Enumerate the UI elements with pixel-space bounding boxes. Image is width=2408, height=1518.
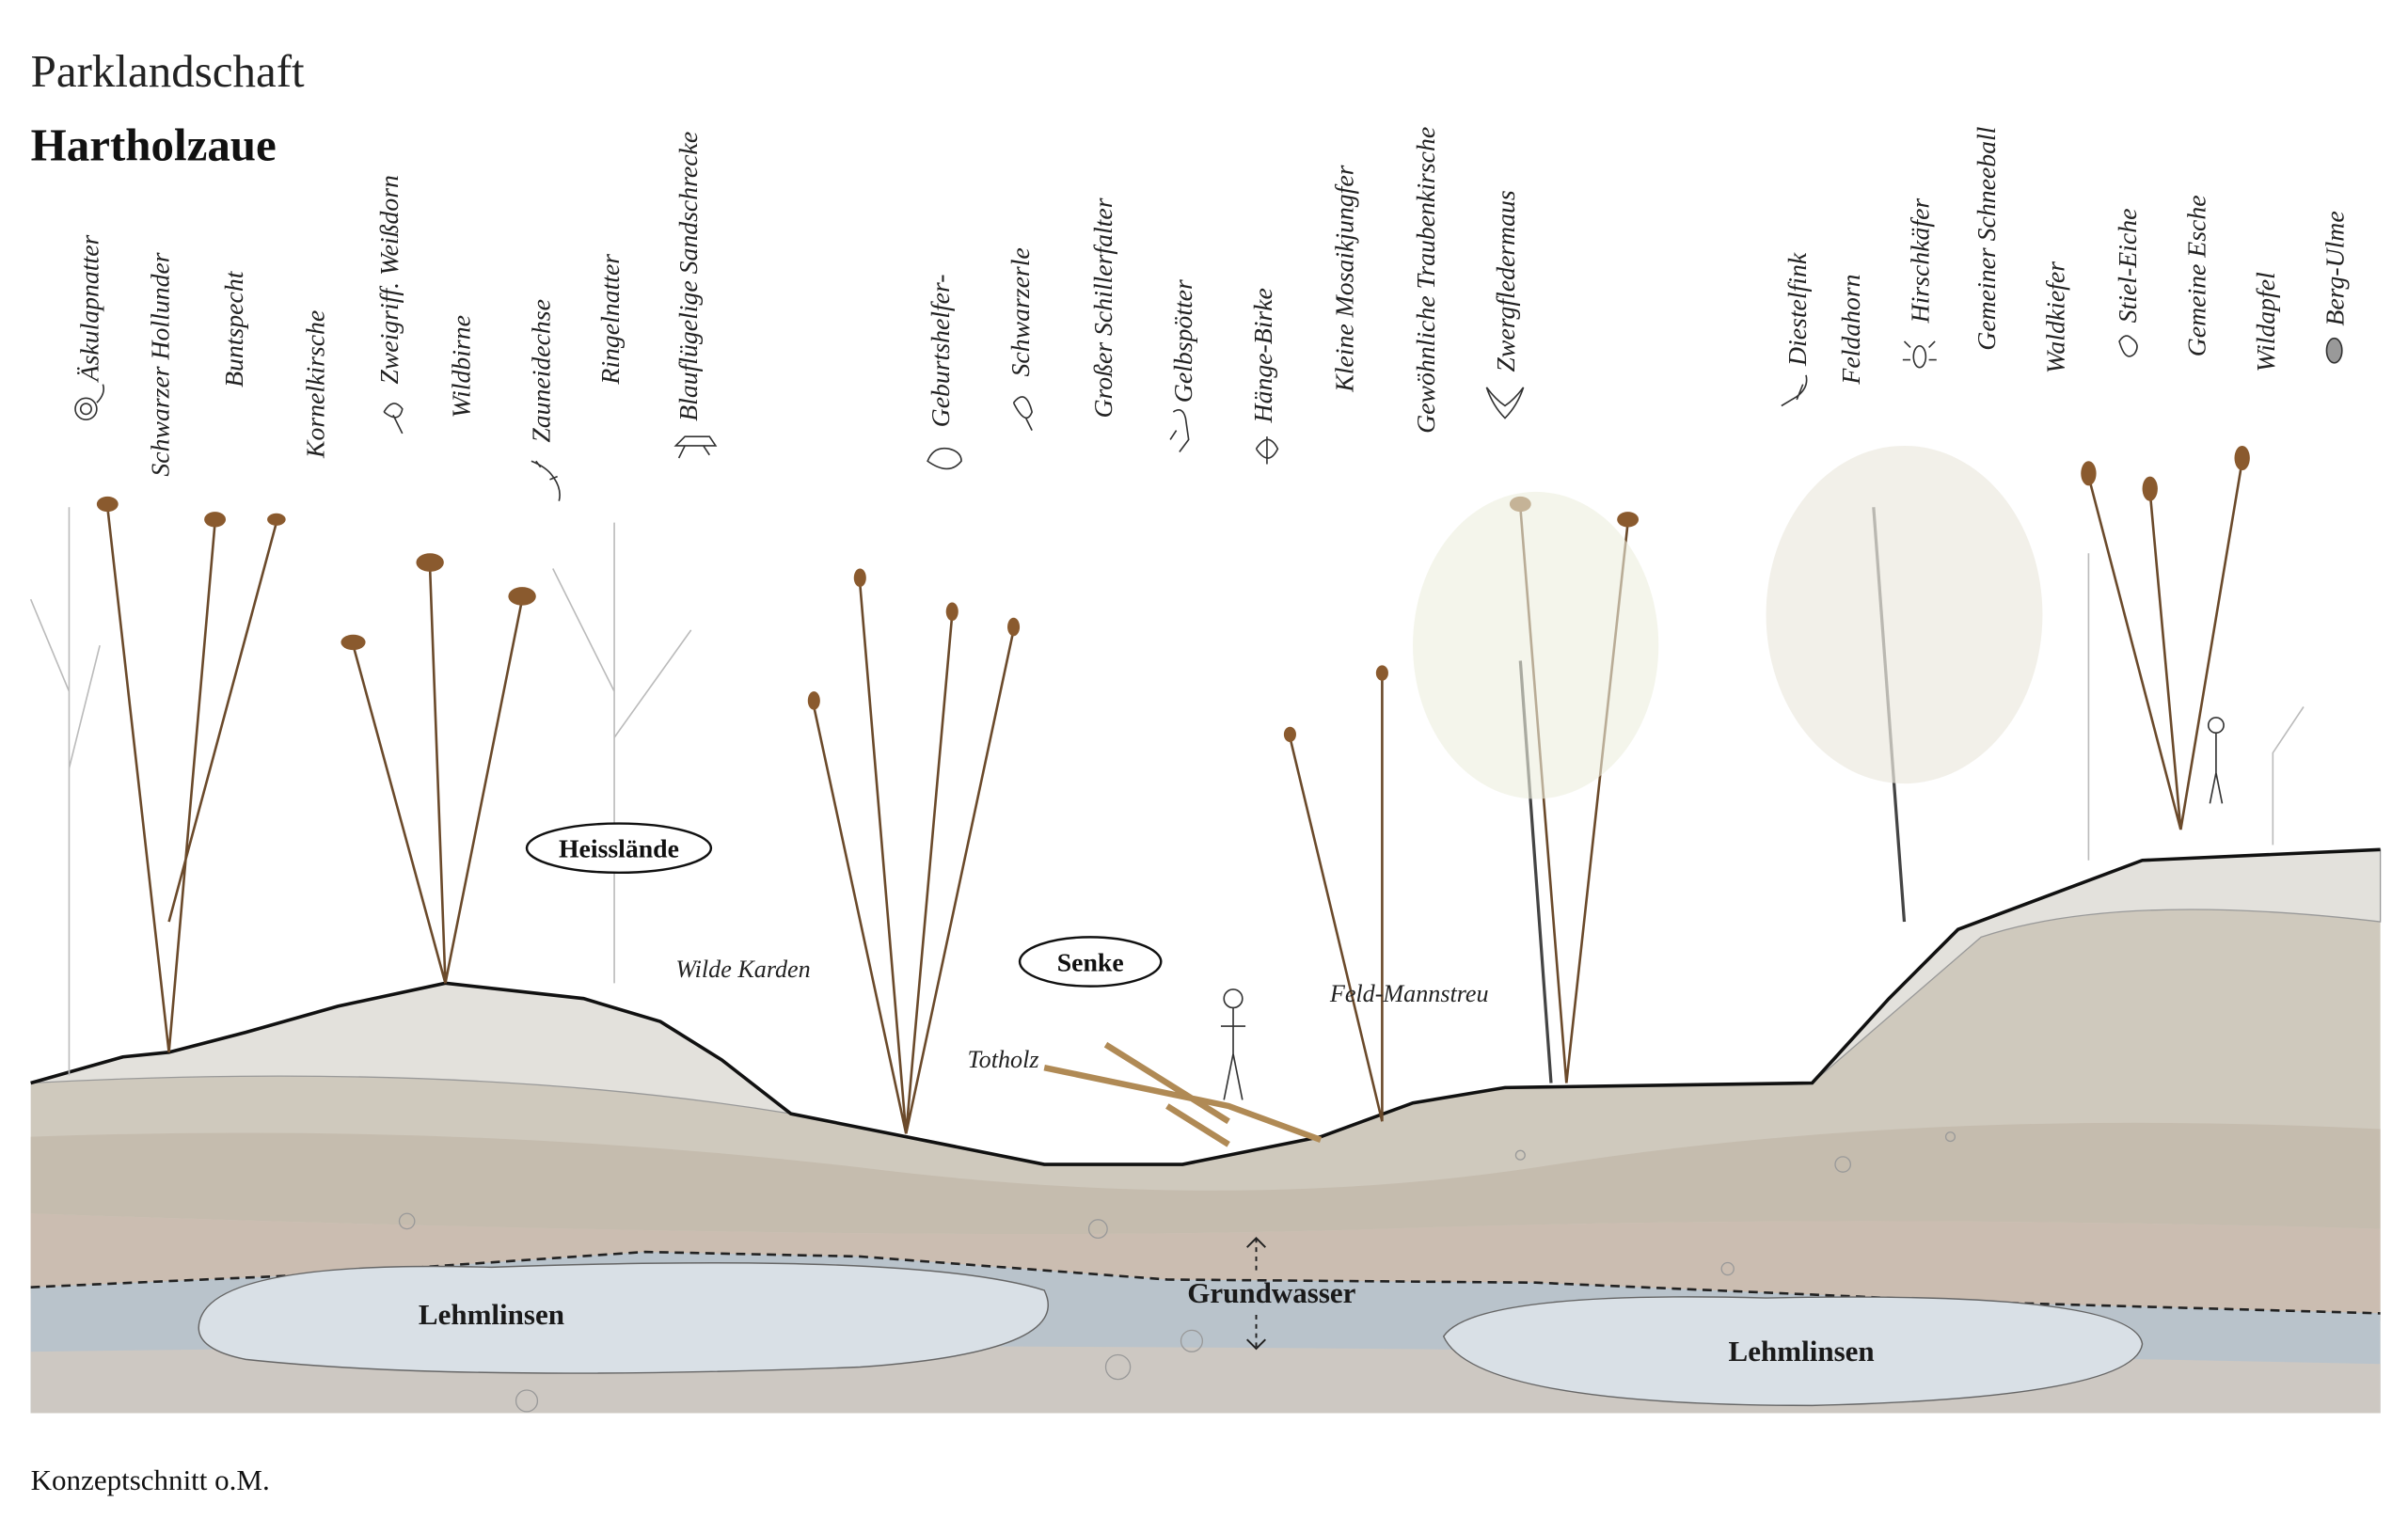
oak-leaf-icon (2118, 335, 2138, 357)
zone-heat-badge: Heisslände (525, 822, 713, 875)
leaf-icon (383, 403, 404, 435)
tree-canopy (1413, 491, 1659, 799)
gravel-mound-right (1812, 848, 2382, 1083)
species-label: Zwergfledermaus (1492, 190, 1521, 372)
zone-hollow-badge: Senke (1018, 936, 1163, 988)
species-label: Schwarzerle (1006, 247, 1036, 376)
species-label: Wildapfel (2252, 272, 2281, 372)
species-label: Wildbirne (448, 315, 477, 418)
species-label: Zweigriff. Weißdorn (375, 175, 404, 385)
species-label: Hänge-Birke (1249, 288, 1278, 423)
clay-lens-left-label: Lehmlinsen (419, 1298, 564, 1331)
fluctuation-arrow-icon (1246, 1237, 1266, 1351)
species-label: Diestelfink (1783, 252, 1813, 367)
species-icons (74, 335, 2343, 501)
zone-heat-label: Heisslände (559, 834, 679, 863)
zone-hollow-label: Senke (1057, 948, 1124, 977)
vegetation (29, 445, 2305, 1147)
species-label: Äskulapnatter (75, 234, 104, 383)
beetle-icon (1902, 340, 1937, 369)
species-label: Waldkiefer (2041, 261, 2070, 373)
person-figure (1220, 988, 1246, 1100)
page-title: Hartholzaue (31, 119, 277, 170)
species-label: Geburtshelfer- (927, 275, 956, 428)
lizard-icon (531, 460, 561, 501)
species-label: Großer Schillerfalter (1089, 198, 1118, 418)
species-label: Kornelkirsche (301, 310, 330, 459)
species-label: Gelbspötter (1169, 279, 1198, 403)
clay-lens-right-label: Lehmlinsen (1729, 1335, 1875, 1368)
snake-icon (74, 384, 105, 421)
toad-icon (927, 447, 962, 470)
leaf-icon (1012, 396, 1033, 431)
clay-lens-left (198, 1262, 1050, 1374)
birch-canopy (1766, 445, 2043, 784)
species-label: Buntspecht (220, 270, 249, 387)
species-label: Gemeiner Schneeball (1972, 126, 2002, 350)
species-label: Zauneidechse (527, 299, 556, 443)
grasshopper-icon (673, 435, 718, 459)
person-figure (2207, 717, 2225, 804)
deadwood (1043, 1041, 1323, 1147)
soil-layers (30, 847, 2382, 1414)
species-label: Berg-Ulme (2321, 211, 2350, 325)
species-label: Blauflügelige Sandschrecke (674, 132, 704, 421)
species-label: Gemeine Esche (2182, 195, 2211, 356)
annotation-eryngo: Feld-Mannstreu (1329, 980, 1489, 1007)
subtitle: Parklandschaft (31, 45, 305, 97)
species-label: Hirschkäfer (1907, 198, 1936, 324)
species-label: Feldahorn (1837, 274, 1866, 385)
species-label: Kleine Mosaikjungfer (1330, 165, 1359, 392)
species-labels: Äskulapnatter Schwarzer Hollunder Buntsp… (75, 126, 2350, 476)
bird-icon (1781, 374, 1808, 407)
species-label: Schwarzer Hollunder (147, 252, 176, 476)
species-label: Ringelnatter (596, 254, 626, 386)
caption: Konzeptschnitt o.M. (31, 1463, 270, 1496)
bat-icon (1485, 387, 1525, 419)
leaf-icon (2325, 337, 2343, 364)
annotation-teasel: Wilde Karden (675, 956, 810, 983)
clay-lens-right (1442, 1296, 2144, 1407)
soil-mid-layer (30, 1122, 2381, 1235)
bird-icon (1169, 409, 1190, 452)
species-label: Stiel-Eiche (2114, 209, 2143, 324)
leaf-icon (1255, 436, 1279, 465)
ground-surface-line (30, 847, 2381, 1166)
groundwater-label: Grundwasser (1187, 1276, 1355, 1309)
annotation-deadwood: Totholz (968, 1046, 1039, 1073)
species-label: Gewöhnliche Traubenkirsche (1412, 127, 1441, 434)
